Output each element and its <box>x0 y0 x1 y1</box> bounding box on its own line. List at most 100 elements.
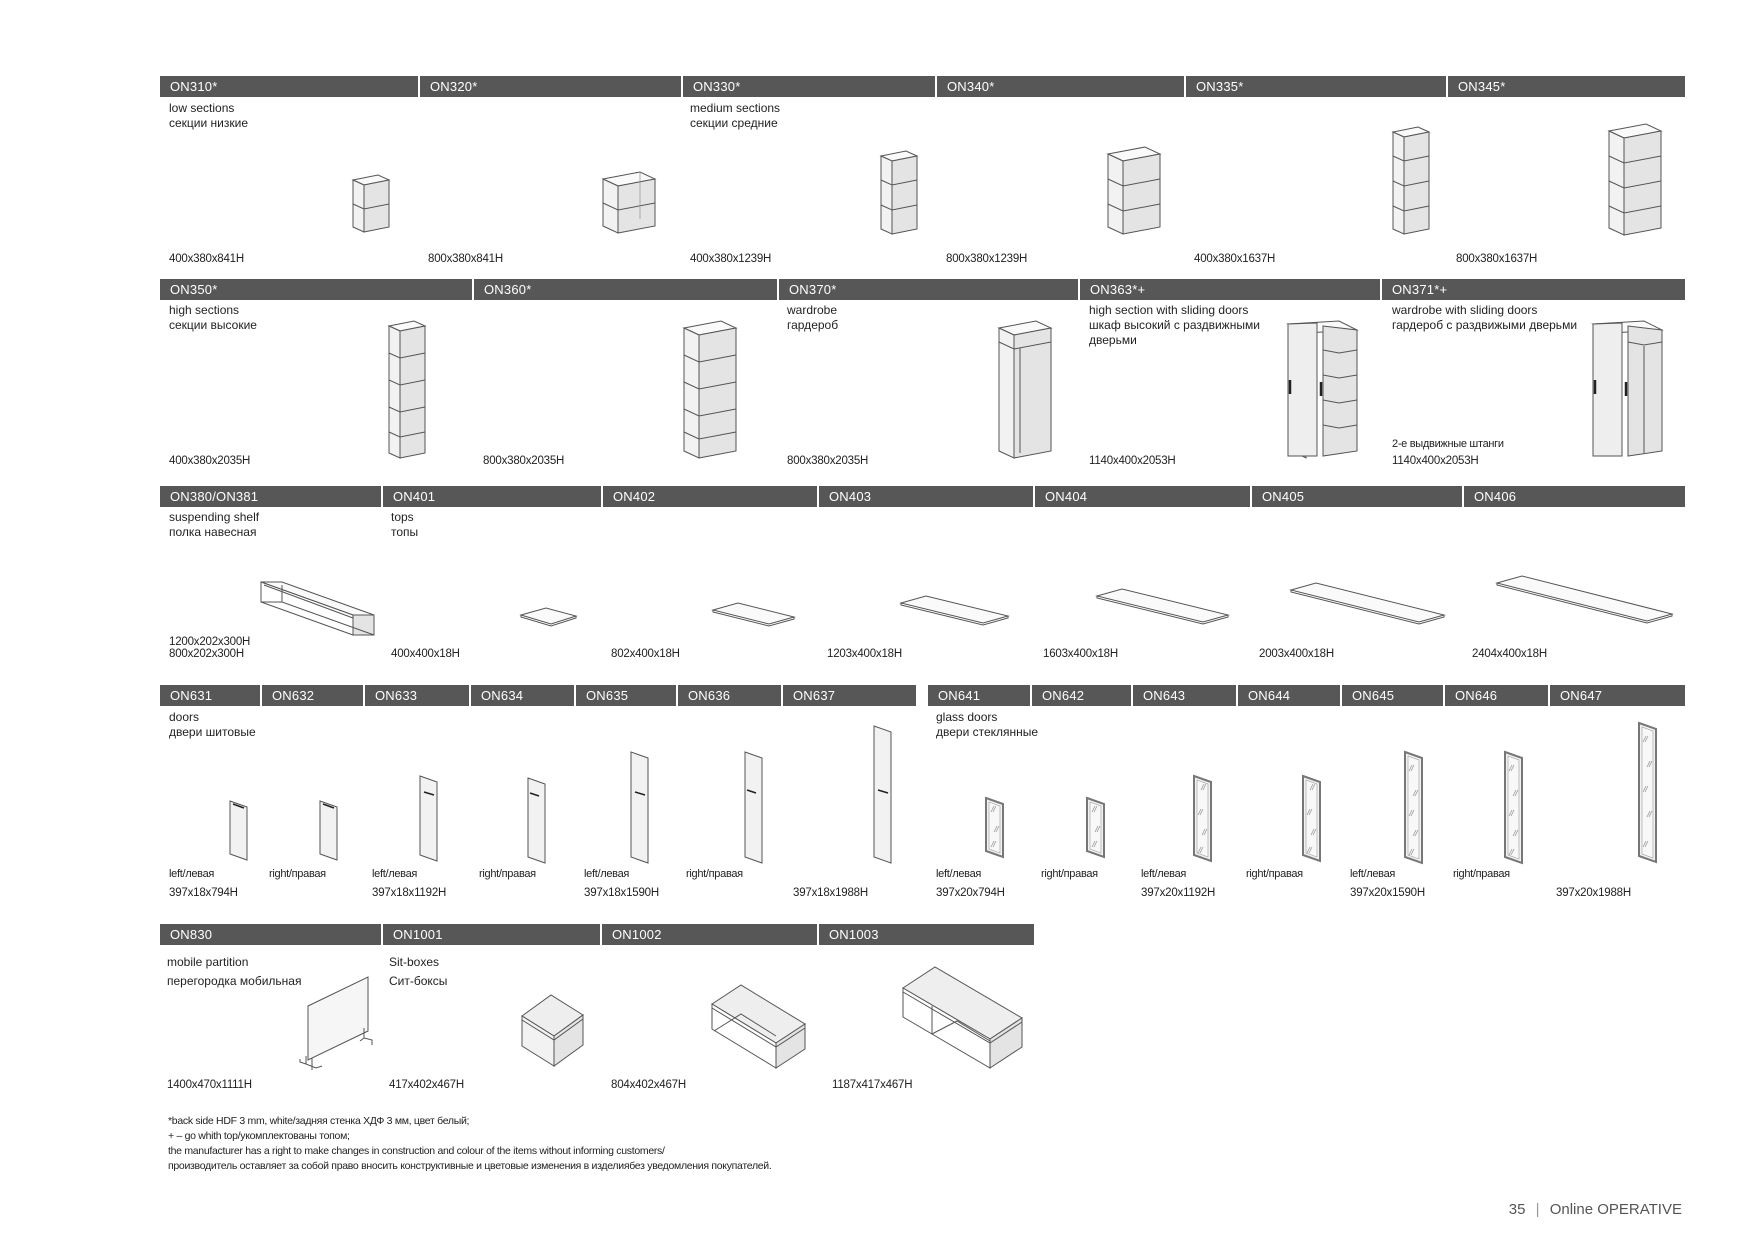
door-side-label: left/левая <box>1141 868 1187 880</box>
top-400-illustration <box>519 607 578 627</box>
door-side-label: right/правая <box>269 868 326 880</box>
page-footer: 35 | Online OPERATIVE <box>1509 1201 1682 1218</box>
product-code-header: ON340* <box>937 76 1184 97</box>
top-2003-illustration <box>1289 582 1446 625</box>
product-code-header: ON647 <box>1550 685 1685 706</box>
sit-box-small-illustration <box>521 994 584 1067</box>
top-2404-illustration <box>1495 575 1674 624</box>
dimensions-label: 1200x202x300H <box>169 636 251 648</box>
low-section-wide-illustration <box>601 171 657 234</box>
wardrobe-sliding-doors-illustration <box>1591 320 1664 457</box>
high-section-narrow-illustration <box>387 320 427 459</box>
product-code-header: ON320* <box>420 76 681 97</box>
dimensions-label: 800x380x2035H <box>787 455 869 467</box>
footnote: the manufacturer has a right to make cha… <box>168 1145 665 1157</box>
product-code-header: ON363*+ <box>1080 279 1380 300</box>
glass-door-1590-left-illustration <box>1404 750 1423 865</box>
product-code-header: ON1002 <box>602 924 817 945</box>
product-code-header: ON310* <box>160 76 418 97</box>
door-1192-right-illustration <box>527 777 546 864</box>
footnote: + – go whith top/укомплектованы топом; <box>168 1130 350 1142</box>
product-code-header: ON401 <box>383 486 601 507</box>
door-side-label: right/правая <box>479 868 536 880</box>
dimensions-label: 800x380x2035H <box>483 455 565 467</box>
product-code-header: ON632 <box>262 685 363 706</box>
dimensions-label: 2404x400x18H <box>1472 648 1547 660</box>
product-code-header: ON1001 <box>383 924 600 945</box>
medium-section-narrow-illustration <box>879 150 919 235</box>
door-side-label: right/правая <box>686 868 743 880</box>
product-code-header: ON402 <box>603 486 817 507</box>
group-description: glass doors двери стеклянные <box>936 710 1039 739</box>
dimensions-label: 397x20x1988H <box>1556 887 1631 899</box>
product-code-header: ON360* <box>474 279 777 300</box>
group-description: doors двери шитовые <box>169 710 256 739</box>
dimensions-label: 397x18x1590H <box>584 887 659 899</box>
dimensions-label: 397x20x794H <box>936 887 1005 899</box>
dimensions-label: 800x380x1637H <box>1456 253 1538 265</box>
dimensions-label: 800x380x1239H <box>946 253 1028 265</box>
medium-high-section-wide-illustration <box>1607 123 1663 236</box>
door-side-label: left/левая <box>584 868 630 880</box>
dimensions-label: 1140x400x2053H <box>1089 455 1176 467</box>
door-side-label: left/левая <box>1350 868 1396 880</box>
glass-door-1192-left-illustration <box>1193 774 1212 863</box>
product-code-header: ON645 <box>1342 685 1443 706</box>
dimensions-label: 400x380x2035H <box>169 455 251 467</box>
glass-door-794-right-illustration <box>1086 796 1105 859</box>
wardrobe-illustration <box>997 320 1053 459</box>
product-code-header: ON405 <box>1252 486 1462 507</box>
glass-door-794-left-illustration <box>985 796 1004 859</box>
top-1603-illustration <box>1095 588 1230 625</box>
dimensions-label: 800x202x300H <box>169 648 244 660</box>
brand-name: Online OPERATIVE <box>1549 1201 1682 1218</box>
group-description: wardrobe with sliding doors гардероб с р… <box>1392 303 1578 332</box>
medium-section-wide-illustration <box>1106 146 1162 235</box>
dimensions-label: 1140x400x2053H <box>1392 455 1479 467</box>
dimensions-label: 804x402x467H <box>611 1079 686 1091</box>
product-code-header: ON643 <box>1133 685 1236 706</box>
group-description: suspending shelf полка навесная <box>169 510 260 539</box>
door-side-label: right/правая <box>1041 868 1098 880</box>
door-side-label: left/левая <box>169 868 215 880</box>
door-1590-left-illustration <box>630 751 649 864</box>
product-code-header: ON642 <box>1032 685 1131 706</box>
door-side-label: right/правая <box>1246 868 1303 880</box>
dimensions-label: 800x380x841H <box>428 253 503 265</box>
door-794-right-illustration <box>319 800 338 861</box>
top-1203-illustration <box>899 595 1010 626</box>
glass-door-1590-right-illustration <box>1504 750 1523 865</box>
group-description: high section with sliding doors шкаф выс… <box>1089 303 1260 347</box>
dimensions-label: 1603x400x18H <box>1043 648 1118 660</box>
dimensions-label: 397x20x1590H <box>1350 887 1425 899</box>
dimensions-label: 400x380x1239H <box>690 253 772 265</box>
page-separator: | <box>1535 1201 1540 1218</box>
dimensions-label: 417x402x467H <box>389 1079 464 1091</box>
item-note: 2-е выдвижные штанги <box>1392 438 1504 450</box>
door-side-label: left/левая <box>372 868 418 880</box>
product-code-header: ON644 <box>1238 685 1340 706</box>
dimensions-label: 1203x400x18H <box>827 648 902 660</box>
product-code-header: ON371*+ <box>1382 279 1685 300</box>
product-code-header: ON370* <box>779 279 1078 300</box>
product-code-header: ON380/ON381 <box>160 486 381 507</box>
dimensions-label: 397x20x1192H <box>1141 887 1216 899</box>
high-section-wide-illustration <box>682 320 738 459</box>
product-code-header: ON634 <box>471 685 574 706</box>
product-code-header: ON635 <box>576 685 676 706</box>
top-802-illustration <box>711 602 796 627</box>
low-section-narrow-illustration <box>351 174 391 233</box>
product-code-header: ON403 <box>819 486 1033 507</box>
dimensions-label: 802x400x18H <box>611 648 680 660</box>
product-code-header: ON350* <box>160 279 472 300</box>
page-number: 35 <box>1508 1201 1526 1218</box>
sit-box-large-illustration <box>902 966 1023 1069</box>
glass-door-1988-illustration <box>1638 721 1657 864</box>
high-section-sliding-doors-illustration <box>1286 320 1359 459</box>
product-code-header: ON335* <box>1186 76 1446 97</box>
group-description: high sections секции высокие <box>169 303 257 332</box>
suspending-shelf-illustration <box>260 581 375 636</box>
door-side-label: left/левая <box>936 868 982 880</box>
door-794-left-illustration <box>229 800 248 861</box>
group-description: wardrobe гардероб <box>787 303 839 332</box>
